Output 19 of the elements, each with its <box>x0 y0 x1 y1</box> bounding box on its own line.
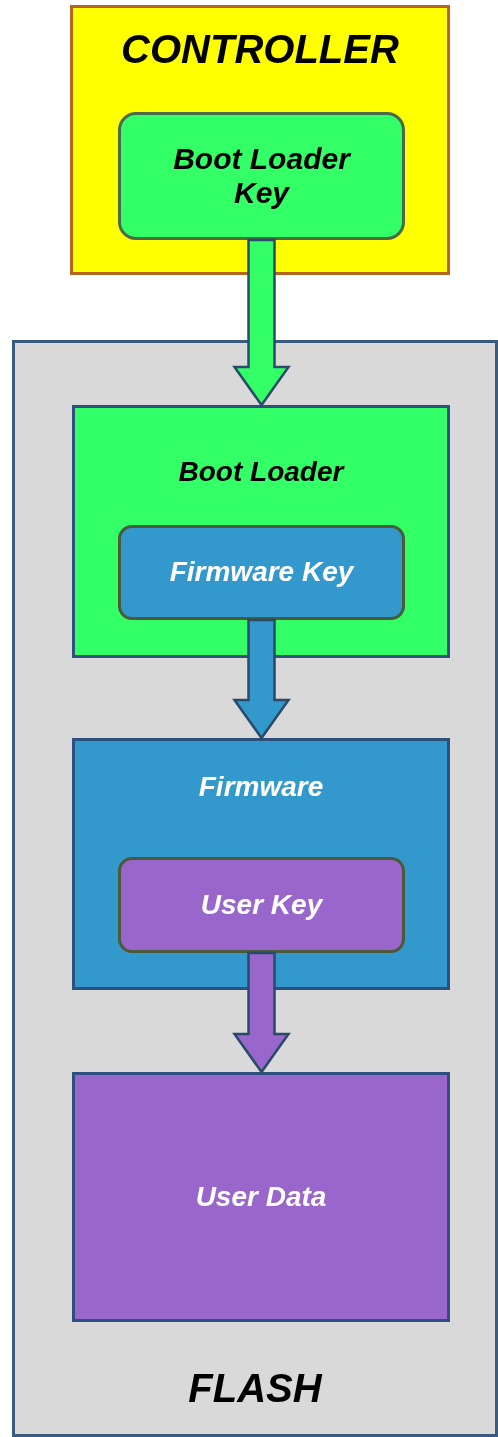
block-arrow <box>232 951 291 1075</box>
key-box <box>118 525 405 620</box>
node-label: Firmware <box>197 771 325 804</box>
node-label: Boot Loader Key <box>172 141 353 211</box>
node-label: Boot Loader <box>177 456 346 489</box>
controller-panel <box>70 5 450 275</box>
node-label: User Key <box>199 888 325 922</box>
key-box <box>118 112 405 240</box>
node-label: FLASH <box>187 1365 324 1411</box>
block-arrow <box>232 618 291 741</box>
node-label: CONTROLLER <box>120 26 400 72</box>
memory-region <box>72 738 450 990</box>
node-label: User Data <box>194 1180 328 1214</box>
flash-panel <box>12 340 498 1437</box>
memory-region <box>72 405 450 658</box>
node-label: Firmware Key <box>168 556 356 589</box>
memory-region <box>72 1072 450 1322</box>
key-box <box>118 857 405 953</box>
block-arrow <box>232 238 291 408</box>
